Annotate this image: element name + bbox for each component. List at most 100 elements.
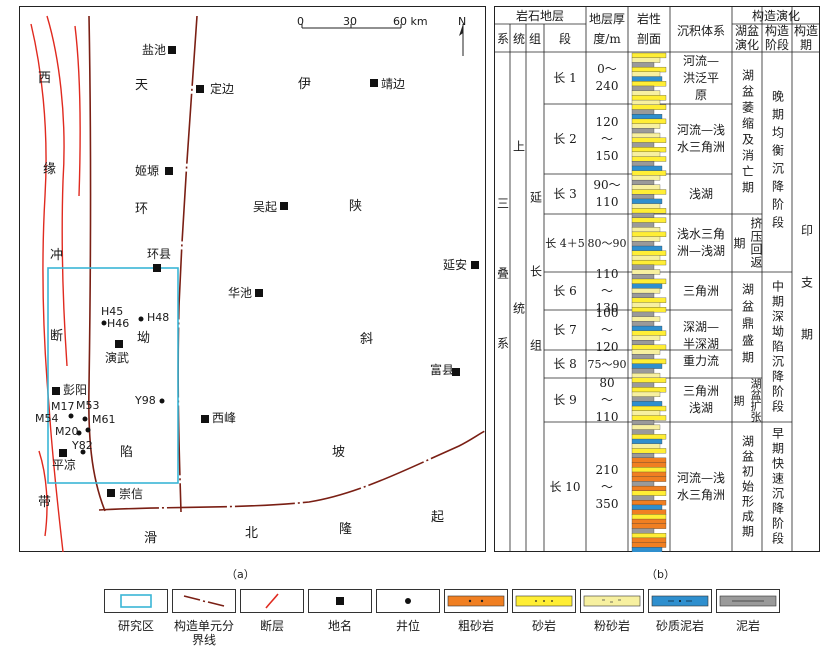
litho-layer xyxy=(631,485,667,492)
litho-layer xyxy=(631,467,667,473)
header-series: 统 xyxy=(512,32,525,46)
litho-layer xyxy=(631,292,655,299)
well-name: M17 xyxy=(51,400,75,413)
litho-layer xyxy=(631,297,667,303)
place-name: 平凉 xyxy=(52,458,77,472)
litho-layer xyxy=(631,476,667,482)
litho-layer xyxy=(631,142,655,148)
litho-layer xyxy=(631,514,667,520)
fault-line xyxy=(38,450,48,537)
region-char: 隆 xyxy=(339,522,353,537)
litho-layer xyxy=(631,194,655,200)
place-marker xyxy=(168,46,176,54)
member-chang7: 长 7 xyxy=(553,322,577,337)
region-char: 坳 xyxy=(137,331,151,346)
litho-layer xyxy=(631,387,667,393)
header-cycle1: 构造 xyxy=(793,24,818,38)
litho-layer xyxy=(631,128,655,134)
litho-layer xyxy=(631,443,661,449)
legend: 研究区 构造单元分界线 断层 地名 井位 粗砂岩 砂岩 粉砂岩 砂质泥岩 泥岩 xyxy=(104,589,804,649)
tectonic-stage: 晚期均衡沉降阶段 xyxy=(770,90,785,234)
thickness-chang4-5: 80～90 xyxy=(587,236,627,250)
region-char: 斜 xyxy=(360,332,374,347)
litho-layer xyxy=(631,283,663,289)
litho-layer xyxy=(631,415,667,421)
member-chang9: 长 9 xyxy=(553,392,577,407)
litho-layer xyxy=(631,90,661,96)
litho-layer xyxy=(631,434,667,440)
region-char: 北 xyxy=(245,526,259,541)
thickness-chang9: 80～110 xyxy=(595,375,619,424)
place-marker xyxy=(452,368,460,376)
place-name: 华池 xyxy=(228,286,253,300)
litho-layer xyxy=(631,321,655,327)
region-char: 起 xyxy=(431,510,445,525)
member-chang6: 长 6 xyxy=(553,283,577,298)
well-name: H46 xyxy=(107,317,130,330)
header-lake1: 湖盆 xyxy=(734,24,759,38)
fault-line xyxy=(46,15,68,367)
litho-layer xyxy=(631,99,661,106)
header-thickness: 地层厚 xyxy=(588,12,625,26)
litho-layer xyxy=(631,274,655,280)
member-chang1: 长 1 xyxy=(553,70,577,85)
region-char: 带 xyxy=(38,495,52,510)
litho-layer xyxy=(631,528,655,534)
well-marker xyxy=(76,430,82,436)
litho-layer xyxy=(631,316,661,322)
litho-layer xyxy=(631,325,663,332)
north-label: N xyxy=(458,15,467,28)
litho-layer xyxy=(631,259,667,266)
header-tectonic: 构造演化 xyxy=(751,9,800,23)
litho-layer xyxy=(631,302,661,308)
well-marker xyxy=(82,416,88,422)
well-name: H45 xyxy=(101,305,124,318)
litho-layer xyxy=(631,95,667,101)
header-sed-system: 沉积体系 xyxy=(676,24,725,38)
formation-cell: 延长组 xyxy=(528,191,543,413)
header-stage2: 阶段 xyxy=(764,38,789,52)
litho-layer xyxy=(631,255,661,261)
fault-line xyxy=(74,25,81,197)
litho-layer xyxy=(631,429,655,435)
region-char: 断 xyxy=(50,329,64,344)
litho-layer xyxy=(631,495,655,501)
litho-layer xyxy=(631,537,667,543)
litho-layer xyxy=(631,462,667,468)
lake-evolution: 湖盆萎缩及消亡期 xyxy=(740,69,755,197)
well-marker xyxy=(68,413,74,419)
study-area-box xyxy=(47,267,179,484)
place-name: 富县 xyxy=(430,363,455,377)
litho-layer xyxy=(631,368,655,374)
structural-map: 0 30 60 km N 西 缘 冲 断 带 天 环 伊 陕 斜 坡 北 滑 隆… xyxy=(19,6,486,552)
litho-layer xyxy=(631,241,655,247)
sed-system: 河流—洪泛平原 xyxy=(682,53,719,102)
litho-layer xyxy=(631,137,667,143)
litho-layer xyxy=(631,410,661,416)
tectonic-stage: 早期快速沉降阶段 xyxy=(770,427,785,547)
lake-evolution: 湖盆扩张期 xyxy=(732,378,762,422)
litho-layer xyxy=(631,547,663,552)
member-chang10: 长 10 xyxy=(549,479,581,494)
sed-system: 河流—浅水三角洲 xyxy=(676,471,725,502)
well-marker xyxy=(159,398,165,404)
place-name: 演武 xyxy=(105,351,130,365)
map-canvas xyxy=(19,6,486,552)
scale-tick: 60 km xyxy=(393,15,428,28)
header-section: 剖面 xyxy=(636,32,661,46)
tectonic-period: 印支期 xyxy=(799,224,814,380)
thickness-chang8: 75～90 xyxy=(587,357,627,371)
sed-system: 浅湖 xyxy=(688,186,713,201)
litho-layer xyxy=(631,52,667,59)
caption-a: （a） xyxy=(226,568,255,581)
litho-layer xyxy=(631,189,667,195)
well-marker xyxy=(138,316,144,322)
thickness-chang1: 0～240 xyxy=(595,62,619,93)
place-name: 靖边 xyxy=(381,77,406,91)
place-name: 定边 xyxy=(210,82,235,96)
region-char: 坡 xyxy=(332,445,346,460)
place-marker xyxy=(471,261,479,269)
thickness-chang3: 90～110 xyxy=(593,178,621,209)
litho-layer xyxy=(631,156,667,162)
litho-layer xyxy=(631,118,667,124)
